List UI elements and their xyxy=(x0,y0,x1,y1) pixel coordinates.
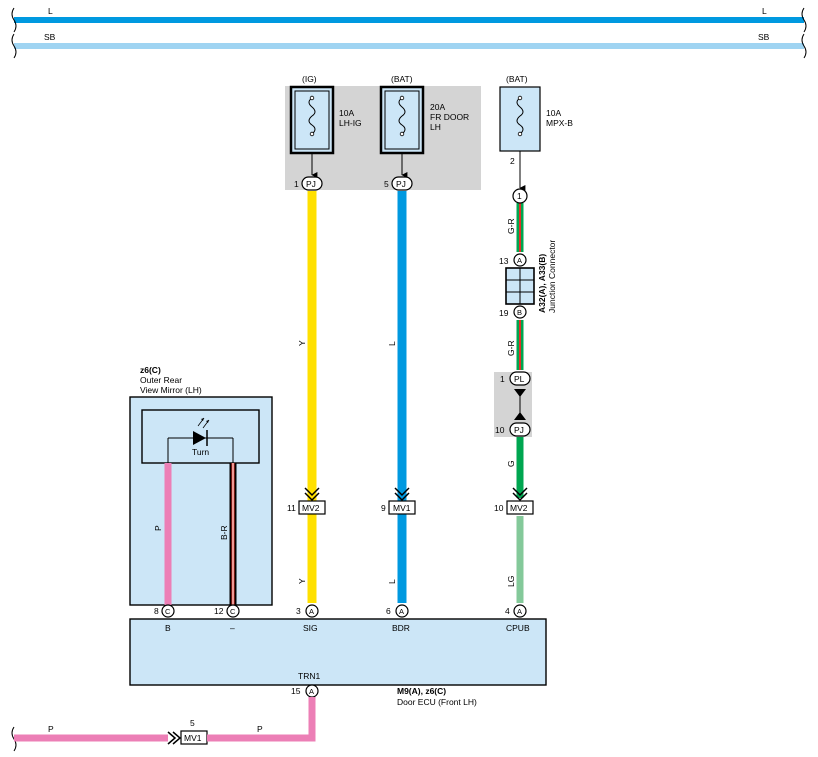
ecu-pin-8: 8 C B xyxy=(154,604,175,633)
connector-mv2-11-code: MV2 xyxy=(302,503,320,513)
inline-lower-pin: 10 xyxy=(495,425,505,435)
ecu-pin-6-num: 6 xyxy=(386,606,391,616)
junction-upper-letter: A xyxy=(517,256,522,265)
mirror-code: z6(C) xyxy=(140,365,161,375)
connector-pj-5-code: PJ xyxy=(396,179,406,189)
ecu-pin-4-num: 4 xyxy=(505,606,510,616)
ecu-code: M9(A), z6(C) xyxy=(397,686,446,696)
ecu-pin-6-letter: A xyxy=(399,607,404,616)
mirror-turn-label: Turn xyxy=(192,447,209,457)
connector-mv1-9: 9 MV1 xyxy=(381,487,416,515)
fuse-1-source: (IG) xyxy=(302,74,317,84)
fuse-1-rating: 10A xyxy=(339,108,354,118)
wire-p-bottom: MV1 5 P P xyxy=(11,697,316,752)
wire-label-g: G xyxy=(506,460,516,467)
junction-top-pin: 1 xyxy=(517,191,522,201)
ecu-pin-3-letter: A xyxy=(309,607,314,616)
junction-subtitle: Junction Connector xyxy=(547,240,557,313)
wire-label-p-out: P xyxy=(257,724,263,734)
mirror-name-1: Outer Rear xyxy=(140,375,182,385)
connector-pj-5: 5 PJ xyxy=(384,176,413,191)
ecu-pin-12-label: – xyxy=(230,623,235,633)
ecu-pin-6: 6 A BDR xyxy=(386,604,410,633)
connector-pj-1-pin: 1 xyxy=(294,179,299,189)
wire-label-l-1: L xyxy=(387,341,397,346)
ecu-pin-3: 3 A SIG xyxy=(296,604,319,633)
ecu-trn-pin: 15 xyxy=(291,686,301,696)
bus-l-label-left: L xyxy=(48,6,53,16)
connector-mv1-5-code: MV1 xyxy=(184,733,202,743)
wire-label-l-2: L xyxy=(387,579,397,584)
fuse-2-name-2: LH xyxy=(430,122,441,132)
inline-upper-code: PL xyxy=(514,374,525,384)
ecu-pin-4-label: CPUB xyxy=(506,623,530,633)
ecu-pin-3-label: SIG xyxy=(303,623,318,633)
power-bus-sb: SB SB xyxy=(11,32,807,59)
mirror-name-2: View Mirror (LH) xyxy=(140,385,202,395)
connector-mv1-5-pin: 5 xyxy=(190,718,195,728)
wire-label-b-r-mirror: B-R xyxy=(219,525,229,540)
wire-label-lg: LG xyxy=(506,576,516,587)
connector-mv2-10-code: MV2 xyxy=(510,503,528,513)
fuse-lh-ig: (IG) 10A LH-IG xyxy=(289,74,362,178)
connector-mv1-9-code: MV1 xyxy=(393,503,411,513)
ecu-pin-8-letter: C xyxy=(165,607,171,616)
junction-connector: 1 13 A 19 B A32(A), A33(B) Junction Conn… xyxy=(499,188,557,319)
door-ecu: 8 C B 12 C – 3 A SIG 6 A BDR 4 A CPUB xyxy=(129,604,547,707)
ecu-pin-12-letter: C xyxy=(230,607,236,616)
fuse-3-rating: 10A xyxy=(546,108,561,118)
ecu-pin-8-label: B xyxy=(165,623,171,633)
inline-lower-code: PJ xyxy=(514,425,524,435)
outer-rear-view-mirror: z6(C) Outer Rear View Mirror (LH) Turn P… xyxy=(129,365,273,606)
ecu-trn-letter: A xyxy=(309,687,314,696)
ecu-pin-6-label: BDR xyxy=(392,623,410,633)
wire-label-y-1: Y xyxy=(297,340,307,346)
power-bus-l: L L xyxy=(11,6,807,33)
ecu-pin-4-letter: A xyxy=(517,607,522,616)
ecu-pin-8-num: 8 xyxy=(154,606,159,616)
wire-label-p-in: P xyxy=(48,724,54,734)
connector-pj-1-code: PJ xyxy=(306,179,316,189)
inline-upper-pin: 1 xyxy=(500,374,505,384)
fuse-3-name: MPX-B xyxy=(546,118,573,128)
ecu-pin-4: 4 A CPUB xyxy=(505,604,530,633)
wire-label-g-r-1: G-R xyxy=(506,218,516,234)
fuse-3-pin: 2 xyxy=(510,156,515,166)
fuse-1-name: LH-IG xyxy=(339,118,362,128)
connector-mv2-11-pin: 11 xyxy=(287,503,296,513)
bus-sb-label-left: SB xyxy=(44,32,56,42)
connector-mv1-9-pin: 9 xyxy=(381,503,386,513)
fuse-2-name: FR DOOR xyxy=(430,112,469,122)
ecu-pin-3-num: 3 xyxy=(296,606,301,616)
connector-mv2-10-pin: 10 xyxy=(494,503,504,513)
ecu-name: Door ECU (Front LH) xyxy=(397,697,477,707)
connector-mv2-11: 11 MV2 xyxy=(287,487,326,515)
connector-pj-5-pin: 5 xyxy=(384,179,389,189)
junction-upper-pin: 13 xyxy=(499,256,509,266)
wire-label-p-mirror: P xyxy=(153,525,163,531)
fuse-3-source: (BAT) xyxy=(506,74,528,84)
ecu-pin-12-num: 12 xyxy=(214,606,224,616)
bus-sb-label-right: SB xyxy=(758,32,770,42)
junction-lower-letter: B xyxy=(517,308,522,317)
wire-label-g-r-2: G-R xyxy=(506,340,516,356)
wire-label-y-2: Y xyxy=(297,578,307,584)
connector-mv2-10: 10 MV2 xyxy=(494,487,534,515)
fuse-2-source: (BAT) xyxy=(391,74,413,84)
junction-lower-pin: 19 xyxy=(499,308,509,318)
ecu-trn-label: TRN1 xyxy=(298,671,320,681)
connector-pj-1: 1 PJ xyxy=(294,176,323,191)
inline-connector: 1 PL 10 PJ xyxy=(495,371,531,437)
junction-title: A32(A), A33(B) xyxy=(537,254,547,313)
ecu-pin-12: 12 C – xyxy=(214,604,240,633)
turn-lamp-led-icon xyxy=(167,417,234,463)
fuse-fr-door-lh: (BAT) 20A FR DOOR LH xyxy=(379,74,469,178)
bus-l-label-right: L xyxy=(762,6,767,16)
fuse-mpx-b: (BAT) 10A MPX-B 2 xyxy=(499,74,573,191)
fuse-2-rating: 20A xyxy=(430,102,445,112)
